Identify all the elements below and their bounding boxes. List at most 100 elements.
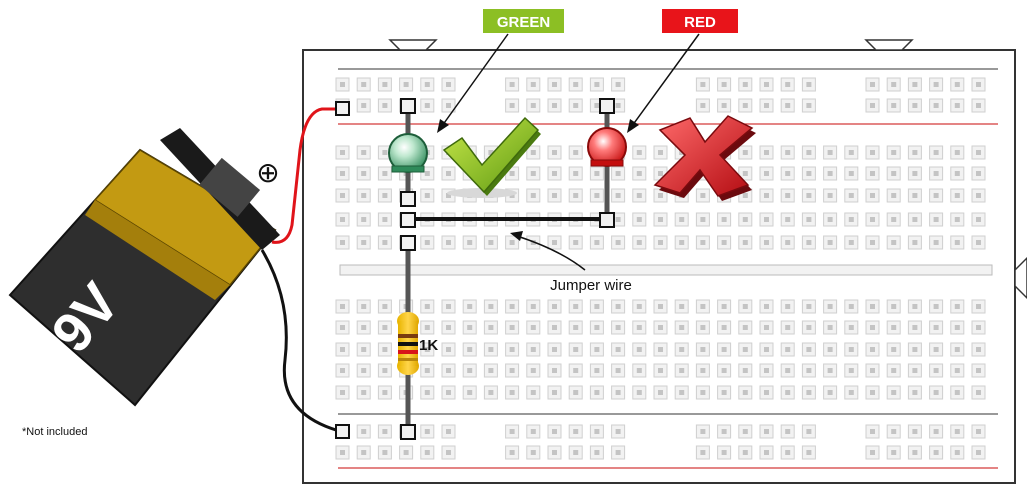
breadboard-hole-center	[573, 240, 579, 245]
breadboard-hole-center	[764, 150, 769, 155]
breadboard-hole-center	[552, 240, 557, 245]
breadboard-hole-center	[488, 304, 494, 309]
breadboard-hole-center	[827, 217, 833, 222]
breadboard-hole-center	[658, 217, 663, 222]
breadboard-hole-center	[742, 304, 748, 309]
breadboard-hole-center	[615, 347, 621, 352]
resistor-value-label: 1K	[419, 337, 438, 354]
breadboard-hole-center	[912, 429, 918, 434]
breadboard-hole-center	[954, 450, 960, 455]
breadboard-hole-center	[488, 390, 494, 395]
breadboard-hole-center	[552, 103, 557, 108]
breadboard-hole-center	[700, 450, 706, 455]
breadboard-hole-center	[424, 240, 430, 245]
breadboard-hole-center	[446, 347, 451, 352]
breadboard-hole-center	[509, 368, 515, 373]
breadboard-hole-center	[403, 82, 409, 87]
breadboard-hole-center	[552, 82, 557, 87]
breadboard-hole-center	[679, 347, 685, 352]
breadboard-hole-center	[785, 171, 791, 176]
breadboard-hole-center	[742, 217, 748, 222]
breadboard-hole-center	[870, 103, 875, 108]
breadboard-hole-center	[721, 347, 727, 352]
breadboard-hole-center	[615, 193, 621, 198]
breadboard-hole-center	[933, 150, 939, 155]
breadboard-hole-center	[424, 171, 430, 176]
breadboard-hole-center	[806, 429, 812, 434]
breadboard-hole-center	[742, 450, 748, 455]
breadboard-hole-center	[700, 429, 706, 434]
breadboard-hole-center	[530, 390, 536, 395]
breadboard-hole-center	[827, 304, 833, 309]
breadboard-hole-center	[636, 171, 642, 176]
breadboard-hole-center	[933, 390, 939, 395]
breadboard-hole-center	[636, 150, 642, 155]
breadboard-hole-center	[764, 390, 769, 395]
breadboard-hole-center	[658, 325, 663, 330]
breadboard-hole-center	[764, 103, 769, 108]
breadboard-hole-center	[976, 240, 981, 245]
breadboard-hole-center	[891, 390, 897, 395]
breadboard-hole-center	[615, 103, 621, 108]
breadboard-hole-center	[594, 429, 600, 434]
breadboard-hole-center	[530, 82, 536, 87]
breadboard-hole-center	[530, 347, 536, 352]
breadboard-hole-center	[615, 171, 621, 176]
breadboard-hole-center	[827, 325, 833, 330]
breadboard-hole-center	[446, 450, 451, 455]
breadboard-hole-center	[509, 347, 515, 352]
breadboard-hole-center	[700, 193, 706, 198]
breadboard-hole-center	[361, 150, 367, 155]
breadboard-hole-center	[954, 368, 960, 373]
breadboard-hole-center	[509, 171, 515, 176]
breadboard-hole-center	[552, 368, 557, 373]
breadboard-hole-center	[700, 347, 706, 352]
green-led	[388, 133, 428, 173]
breadboard-hole-center	[912, 82, 918, 87]
breadboard-hole-center	[954, 82, 960, 87]
breadboard-hole-center	[594, 193, 600, 198]
breadboard-hole-center	[785, 217, 791, 222]
breadboard-hole-center	[764, 325, 769, 330]
breadboard-hole-center	[446, 304, 451, 309]
breadboard-hole-center	[509, 450, 515, 455]
breadboard-hole-center	[446, 103, 451, 108]
breadboard-hole-center	[530, 304, 536, 309]
breadboard-hole-center	[700, 368, 706, 373]
breadboard-hole-center	[891, 82, 897, 87]
breadboard-hole-center	[848, 240, 854, 245]
breadboard-hole-center	[764, 450, 769, 455]
breadboard-hole-center	[785, 103, 791, 108]
breadboard-hole-center	[382, 150, 388, 155]
breadboard-hole-center	[679, 390, 685, 395]
breadboard-hole-center	[870, 193, 875, 198]
breadboard-hole-center	[933, 82, 939, 87]
breadboard-hole-center	[340, 82, 345, 87]
breadboard-hole-center	[891, 150, 897, 155]
breadboard-hole-center	[340, 390, 345, 395]
breadboard-hole-center	[446, 429, 451, 434]
breadboard-hole-center	[912, 193, 918, 198]
breadboard-hole-center	[509, 103, 515, 108]
battery: 9V	[8, 128, 280, 407]
breadboard-hole-center	[721, 325, 727, 330]
breadboard-hole-center	[870, 304, 875, 309]
breadboard-hole-center	[573, 325, 579, 330]
breadboard-hole-center	[954, 171, 960, 176]
breadboard-hole-center	[976, 429, 981, 434]
breadboard-hole-center	[848, 171, 854, 176]
breadboard-hole-center	[785, 429, 791, 434]
breadboard-hole-center	[446, 368, 451, 373]
breadboard-hole-center	[848, 217, 854, 222]
breadboard-hole-center	[467, 240, 473, 245]
breadboard-hole-center	[954, 325, 960, 330]
breadboard-hole-center	[488, 150, 494, 155]
negative-wire	[260, 249, 344, 434]
breadboard-hole-center	[658, 347, 663, 352]
breadboard-hole-center	[361, 390, 367, 395]
breadboard-hole-center	[552, 390, 557, 395]
breadboard-hole-center	[467, 347, 473, 352]
breadboard-hole-center	[976, 304, 981, 309]
breadboard-hole-center	[552, 450, 557, 455]
breadboard-hole-center	[488, 240, 494, 245]
